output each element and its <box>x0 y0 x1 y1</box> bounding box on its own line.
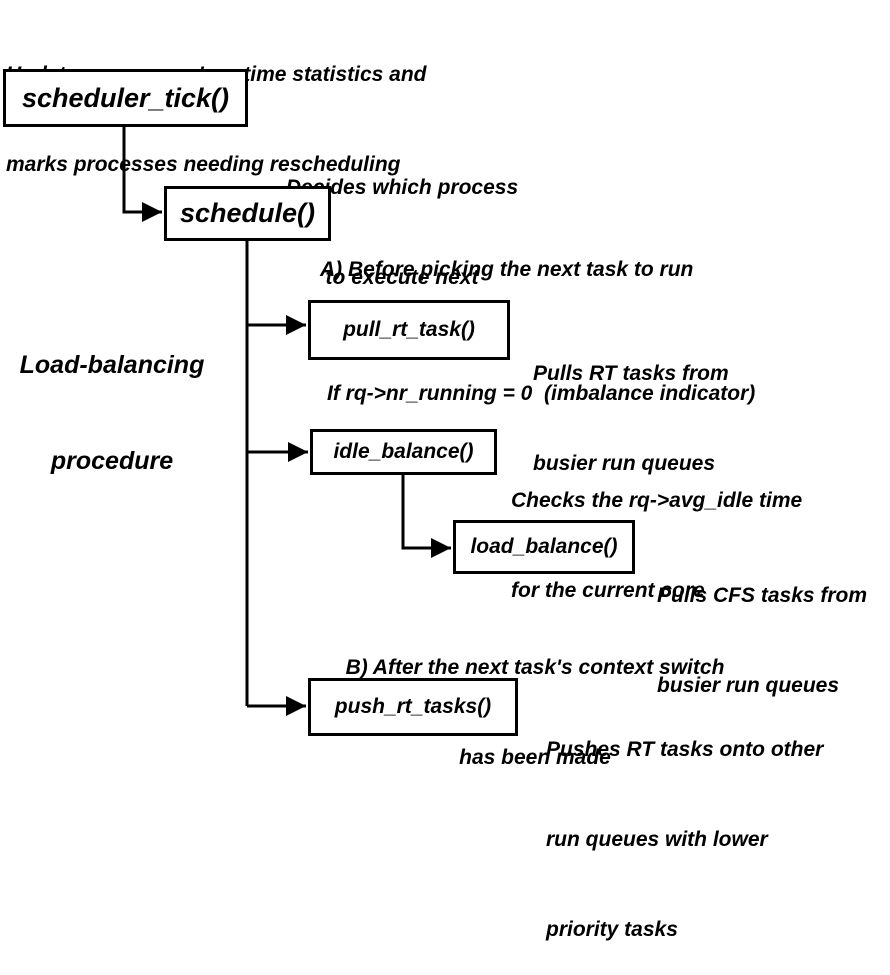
pull-rt-task-description-line-2: busier run queues <box>533 452 716 475</box>
idle-balance-node: idle_balance() <box>310 429 497 475</box>
push-rt-tasks-node: push_rt_tasks() <box>308 678 518 736</box>
load-balance-description-line-2: busier run queues <box>657 674 840 697</box>
edge-scheduler-tick-to-schedule <box>122 126 162 222</box>
pull-rt-task-node: pull_rt_task() <box>308 300 510 360</box>
pull-rt-task-description: Pulls RT tasks from busier run queues <box>533 299 729 509</box>
phase-b-label-line-2: has been made <box>459 746 611 769</box>
schedule-node: schedule() <box>164 186 331 241</box>
idle-balance-description-line-2: for the current core <box>511 579 705 602</box>
imbalance-condition-label: If rq->nr_running = 0 (imbalance indicat… <box>327 382 756 405</box>
connector-lines <box>122 126 451 716</box>
load-balance-description: Pulls CFS tasks from busier run queues <box>657 521 867 731</box>
load-balance-node: load_balance() <box>453 520 635 574</box>
push-rt-tasks-description-line-2: run queues with lower <box>546 828 768 851</box>
pull-rt-task-description-line-1: Pulls RT tasks from <box>533 362 729 385</box>
scheduler-tick-description: Updates processes' runtime statistics an… <box>6 0 426 210</box>
scheduler-tick-description-line-2: marks processes needing rescheduling <box>6 153 401 176</box>
push-rt-tasks-description-line-3: priority tasks <box>546 918 678 941</box>
idle-balance-description: Checks the rq->avg_idle time for the cur… <box>511 426 802 636</box>
load-balancing-procedure-label: Load-balancing procedure <box>0 285 224 509</box>
push-rt-tasks-description: Pushes RT tasks onto other run queues wi… <box>546 675 823 975</box>
phase-b-label-line-1: B) After the next task's context switch <box>345 656 725 679</box>
load-balance-label: load_balance() <box>470 535 618 558</box>
phase-b-label: B) After the next task's context switch … <box>300 593 770 803</box>
edge-idle-balance-to-load-balance <box>401 473 451 558</box>
pull-rt-task-label: pull_rt_task() <box>343 318 475 341</box>
phase-a-label: A) Before picking the next task to run <box>320 258 694 281</box>
idle-balance-description-line-1: Checks the rq->avg_idle time <box>511 489 803 512</box>
scheduler-tick-node: scheduler_tick() <box>3 69 248 127</box>
idle-balance-label: idle_balance() <box>333 440 474 463</box>
load-balancing-label-line-1: Load-balancing <box>19 351 205 379</box>
load-balance-description-line-1: Pulls CFS tasks from <box>657 584 868 607</box>
schedule-label: schedule() <box>179 198 316 228</box>
schedule-description: Decides which process to execute next <box>262 113 542 323</box>
push-rt-tasks-description-line-1: Pushes RT tasks onto other <box>546 738 824 761</box>
push-rt-tasks-label: push_rt_tasks() <box>334 695 492 718</box>
load-balancing-label-line-2: procedure <box>50 447 174 475</box>
schedule-description-line-2: to execute next <box>325 266 479 289</box>
scheduler-tick-label: scheduler_tick() <box>21 82 230 113</box>
